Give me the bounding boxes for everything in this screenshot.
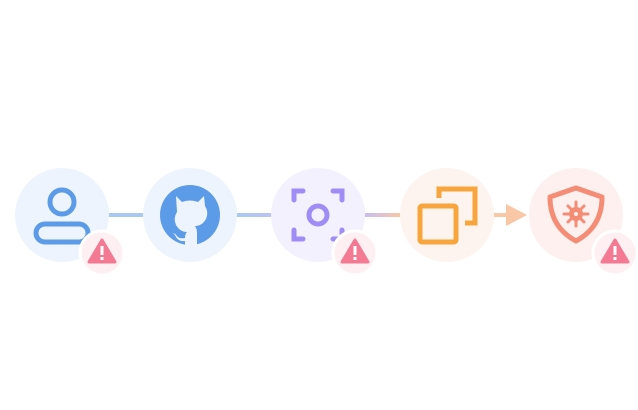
alert-badge-user bbox=[78, 229, 126, 277]
github-icon bbox=[160, 185, 220, 246]
connector-user-github bbox=[108, 213, 144, 217]
alert-badge-scan bbox=[331, 229, 379, 277]
warning-icon bbox=[600, 238, 630, 264]
node-copy[interactable] bbox=[400, 168, 494, 262]
connector-scan-copy bbox=[364, 213, 400, 217]
user-icon bbox=[33, 187, 91, 245]
warning-icon bbox=[87, 238, 117, 264]
warning-icon bbox=[340, 238, 370, 264]
arrow-copy-shield bbox=[493, 204, 527, 226]
virus-shield-icon bbox=[547, 185, 605, 244]
connector-github-scan bbox=[236, 213, 272, 217]
copy-icon bbox=[417, 186, 478, 245]
node-github[interactable] bbox=[143, 168, 237, 262]
alert-badge-virus-shield bbox=[591, 229, 638, 277]
